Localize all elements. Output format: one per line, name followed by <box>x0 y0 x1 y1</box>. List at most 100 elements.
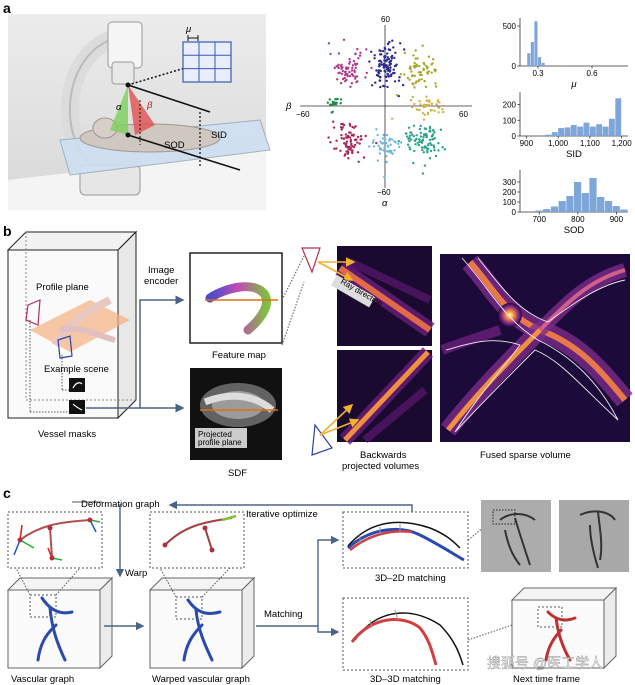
scatter-point <box>335 147 338 150</box>
scatter-point <box>346 136 349 139</box>
scatter-point <box>427 142 430 146</box>
hist-x-tick-label: 900 <box>610 215 624 224</box>
scatter-point <box>421 138 425 142</box>
scatter-point <box>358 142 361 145</box>
scatter-point <box>408 146 411 149</box>
c-arm-scene <box>8 14 271 210</box>
scatter-point <box>422 61 425 65</box>
scatter-point <box>344 73 347 77</box>
scatter-point <box>349 146 352 150</box>
hist-bar <box>566 196 574 212</box>
scatter-point <box>413 64 416 68</box>
scatter-point <box>415 63 418 66</box>
scatter-point <box>346 150 349 153</box>
scatter-point <box>352 59 356 63</box>
hist-y-tick-label: 100 <box>503 198 517 207</box>
scatter-point <box>386 68 390 71</box>
scatter-point <box>385 65 388 68</box>
scatter-point <box>408 67 411 70</box>
scatter-point <box>433 131 436 134</box>
scatter-point <box>414 81 417 85</box>
scatter-point <box>426 149 429 152</box>
projected-plane-label-1: Projected <box>198 430 232 439</box>
hist-bar <box>596 124 603 136</box>
warped-graph-label: Warped vascular graph <box>152 674 250 685</box>
hist-bar <box>564 127 571 136</box>
scatter-point <box>340 137 343 140</box>
scatter-point <box>418 64 421 68</box>
alpha-label: α <box>116 102 122 113</box>
scatter-point <box>351 66 354 70</box>
scatter-point <box>346 73 349 76</box>
scatter-point <box>424 85 428 89</box>
scatter-point <box>341 69 344 73</box>
scatter-point <box>382 148 385 152</box>
scatter-point <box>329 141 332 144</box>
scatter-point <box>426 99 429 102</box>
scatter-point <box>411 106 414 109</box>
angiogram-frame-1 <box>481 500 551 572</box>
scatter-point <box>412 135 415 138</box>
scatter-point <box>337 66 340 70</box>
scatter-point <box>370 84 374 87</box>
scatter-point <box>383 56 386 59</box>
scatter-point <box>423 164 427 167</box>
scatter-point <box>383 46 386 50</box>
scatter-point <box>375 69 378 72</box>
scatter-point <box>332 120 335 123</box>
scatter-point <box>418 99 421 103</box>
scatter-point <box>389 150 392 153</box>
hist-x-tick-label: 900 <box>520 139 534 148</box>
scatter-point <box>379 53 382 56</box>
deformation-graph-label: Deformation graph <box>81 499 160 510</box>
scatter-point <box>422 136 425 139</box>
scatter-point <box>399 42 402 45</box>
hist-bar <box>530 42 534 66</box>
sod-label: SOD <box>164 140 185 151</box>
scatter-point <box>385 59 388 63</box>
scatter-point <box>384 138 387 141</box>
scatter-point <box>378 63 381 66</box>
scatter-point <box>372 139 375 142</box>
scatter-point <box>330 111 333 114</box>
scatter-point <box>393 56 396 60</box>
scatter-point <box>342 142 346 145</box>
scatter-point <box>427 147 430 150</box>
scatter-tick-left: −60 <box>296 110 310 119</box>
top-camera-glyph <box>301 247 321 274</box>
scatter-point <box>409 99 413 102</box>
scatter-point <box>348 60 351 64</box>
scatter-point <box>412 83 415 86</box>
feature-map-image <box>189 252 283 344</box>
hist-xlabel: SOD <box>564 225 585 236</box>
scatter-point <box>349 124 352 127</box>
scatter-point <box>422 151 425 154</box>
scatter-point <box>383 146 386 149</box>
iterative-optimize-label: Iterative optimize <box>246 509 318 520</box>
vascular-graph-cube <box>6 567 114 670</box>
scatter-point <box>385 79 388 83</box>
scatter-point <box>387 57 391 61</box>
scatter-point <box>388 139 391 142</box>
scatter-point <box>346 152 349 155</box>
scatter-point <box>419 124 422 128</box>
scatter-point <box>428 127 432 130</box>
scatter-point <box>416 57 419 60</box>
scatter-point <box>387 145 390 148</box>
scatter-point <box>357 57 360 60</box>
scatter-point <box>370 50 373 53</box>
watermark-text: 搜狐号 @医工学人 <box>487 655 603 671</box>
scatter-point <box>383 62 386 65</box>
scatter-point <box>389 143 392 146</box>
scatter-point <box>393 149 396 152</box>
scatter-point <box>418 108 421 112</box>
scatter-point <box>347 66 350 69</box>
scatter-point <box>384 70 387 73</box>
scatter-point <box>326 101 329 104</box>
scatter-point <box>397 79 401 82</box>
scatter-point <box>408 148 412 151</box>
scatter-point <box>413 86 416 89</box>
scatter-point <box>356 80 359 83</box>
scatter-point <box>382 133 385 137</box>
